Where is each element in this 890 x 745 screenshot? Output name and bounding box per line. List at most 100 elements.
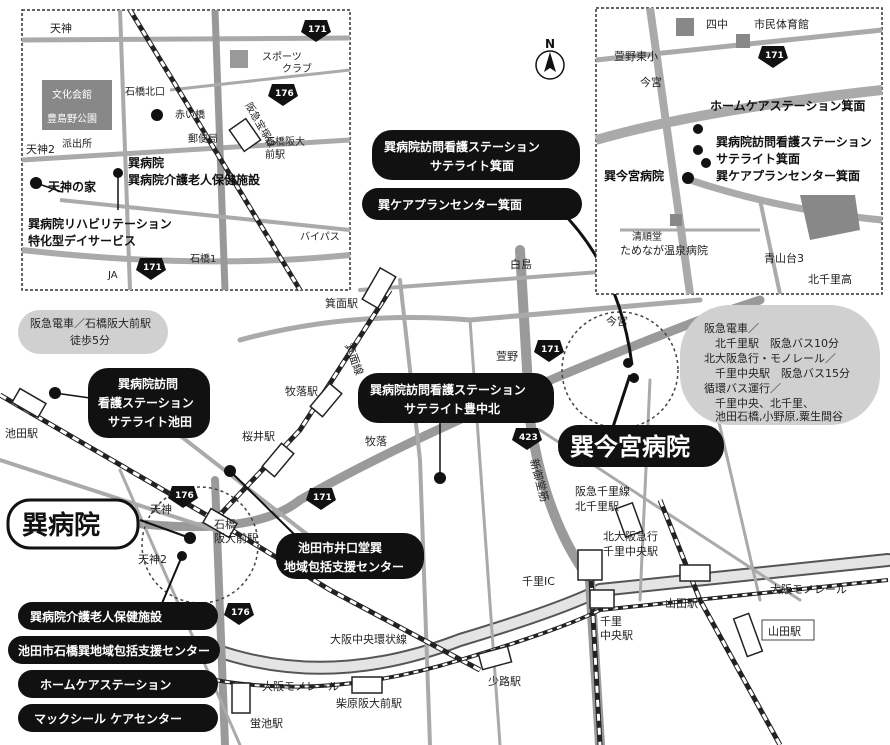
callout-ishibashi-center: [8, 636, 220, 664]
route-171-shield-main: [534, 340, 564, 362]
svg-text:巽ケアプランセンター箕面: 巽ケアプランセンター箕面: [716, 168, 860, 183]
svg-text:176: 176: [275, 89, 294, 99]
svg-text:文化会館: 文化会館: [52, 88, 92, 101]
route-171-shield-main2: [306, 488, 336, 510]
svg-text:山田駅: 山田駅: [665, 597, 698, 610]
svg-text:石橋: 石橋: [214, 517, 236, 531]
svg-text:スポーツ: スポーツ: [262, 51, 302, 63]
svg-text:マックシール ケアセンター: マックシール ケアセンター: [34, 712, 182, 726]
svg-text:千里中央駅: 千里中央駅: [603, 545, 658, 558]
callout-ikeda-center: [276, 533, 424, 579]
svg-text:千里IC: 千里IC: [522, 575, 555, 588]
callout-mino-sat: [372, 130, 580, 180]
svg-text:四中: 四中: [706, 18, 728, 31]
svg-text:豊島野公園: 豊島野公園: [47, 112, 97, 125]
svg-text:青山台3: 青山台3: [764, 251, 804, 265]
svg-text:千里中央、北千里、: 千里中央、北千里、: [704, 397, 814, 410]
svg-text:地域包括支援センター: 地域包括支援センター: [284, 559, 404, 574]
svg-text:バイパス: バイパス: [300, 231, 340, 243]
svg-text:ホームケアステーション箕面: ホームケアステーション箕面: [710, 98, 865, 113]
svg-text:萱野: 萱野: [496, 350, 518, 363]
route-shields: 171 171 176 176 423: [168, 340, 564, 625]
svg-text:171: 171: [308, 25, 327, 35]
svg-text:千里: 千里: [600, 615, 622, 628]
svg-text:循環バス運行／: 循環バス運行／: [704, 382, 781, 395]
svg-text:牧落駅: 牧落駅: [285, 384, 318, 398]
svg-text:天神の家: 天神の家: [48, 179, 97, 194]
svg-text:171: 171: [765, 51, 784, 61]
svg-text:千里中央駅 阪急バス15分: 千里中央駅 阪急バス15分: [704, 366, 850, 380]
svg-text:白島: 白島: [510, 257, 532, 271]
svg-text:北大阪急行・モノレール／: 北大阪急行・モノレール／: [704, 351, 836, 365]
hankyu-note-bubble: [18, 310, 168, 354]
svg-text:大阪モノレール: 大阪モノレール: [262, 679, 339, 693]
svg-text:巽今宮病院: 巽今宮病院: [604, 168, 664, 183]
svg-text:巽病院リハビリテーション: 巽病院リハビリテーション: [28, 216, 172, 231]
svg-text:巽ケアプランセンター箕面: 巽ケアプランセンター箕面: [378, 197, 522, 212]
svg-text:171: 171: [313, 493, 332, 503]
callout-mac-seal: [18, 704, 218, 732]
svg-text:北千里高: 北千里高: [808, 272, 852, 286]
svg-text:阪急千里線: 阪急千里線: [575, 484, 630, 498]
svg-text:桜井駅: 桜井駅: [242, 429, 275, 443]
main-roads: [0, 245, 890, 745]
svg-text:巽病院訪問看護ステーション: 巽病院訪問看護ステーション: [716, 134, 872, 149]
station-boxes: [10, 266, 764, 714]
svg-text:新御堂筋: 新御堂筋: [527, 457, 552, 503]
svg-text:北千里駅 阪急バス10分: 北千里駅 阪急バス10分: [704, 336, 839, 350]
svg-text:171: 171: [541, 345, 560, 355]
svg-text:蛍池駅: 蛍池駅: [250, 716, 283, 730]
svg-text:天神2: 天神2: [138, 552, 167, 566]
svg-text:赤い橋: 赤い橋: [175, 108, 205, 121]
svg-text:サテライト箕面: サテライト箕面: [430, 158, 514, 173]
svg-text:特化型デイサービス: 特化型デイサービス: [28, 233, 136, 248]
svg-text:看護ステーション: 看護ステーション: [98, 395, 194, 410]
callout-tatsumi-hospital: [6, 498, 140, 550]
svg-text:池田石橋,小野原,粟生間谷: 池田石橋,小野原,粟生間谷: [704, 409, 843, 423]
svg-text:巽病院訪問: 巽病院訪問: [118, 376, 178, 391]
svg-text:石橋北口: 石橋北口: [125, 85, 165, 98]
inset-right: 171 四中 市民体育館 萱野東小 今宮 清順堂 ためなが温泉病院 青山台3 北…: [594, 7, 883, 295]
svg-text:176: 176: [231, 608, 250, 618]
svg-text:巽病院: 巽病院: [22, 510, 100, 541]
callout-care-plan: [362, 188, 582, 220]
svg-text:牧落: 牧落: [365, 434, 387, 448]
callout-imamiya-hospital: [558, 425, 724, 467]
svg-text:池田駅: 池田駅: [5, 427, 38, 440]
svg-text:中央駅: 中央駅: [600, 629, 633, 642]
svg-text:巽病院訪問看護ステーション: 巽病院訪問看護ステーション: [370, 382, 526, 397]
svg-text:萱野東小: 萱野東小: [614, 50, 658, 63]
svg-text:市民体育館: 市民体育館: [754, 17, 809, 31]
svg-text:ホームケアステーション: ホームケアステーション: [40, 678, 171, 692]
svg-text:JA: JA: [107, 270, 118, 281]
callout-rouken: [18, 602, 218, 630]
callout-ikeda-sat: [88, 368, 210, 438]
compass-label: N: [545, 37, 555, 51]
svg-text:大阪モノレール: 大阪モノレール: [770, 582, 847, 596]
main-railways: [0, 288, 889, 745]
svg-text:阪急電車／: 阪急電車／: [704, 321, 759, 335]
hankyu-note-1: 阪急電車／石橋阪大前駅: [30, 316, 151, 330]
route-176-shield-main2: [224, 603, 254, 625]
svg-text:巽病院: 巽病院: [128, 155, 164, 170]
svg-text:サテライト豊中北: サテライト豊中北: [404, 401, 500, 416]
svg-text:巽病院介護老人保健施設: 巽病院介護老人保健施設: [30, 609, 163, 624]
svg-text:天神: 天神: [150, 502, 172, 516]
svg-text:池田市井口堂巽: 池田市井口堂巽: [298, 540, 382, 555]
route-176-shield-main: [168, 486, 198, 508]
svg-text:171: 171: [143, 263, 162, 273]
callout-home-care: [18, 670, 218, 698]
callouts: 巽病院訪問看護ステーション サテライト箕面 巽ケアプランセンター箕面 巽病院訪問…: [6, 130, 724, 732]
svg-text:北千里駅: 北千里駅: [575, 500, 619, 513]
svg-text:石橋1: 石橋1: [190, 252, 216, 265]
access-note-bubble: [680, 305, 880, 425]
svg-text:清順堂: 清順堂: [632, 230, 662, 243]
hankyu-note-2: 徒歩5分: [70, 333, 110, 347]
svg-text:箕面駅: 箕面駅: [325, 296, 358, 310]
route-423-shield: [512, 428, 542, 450]
svg-text:サテライト池田: サテライト池田: [108, 414, 192, 429]
svg-text:柴原阪大前駅: 柴原阪大前駅: [336, 696, 402, 710]
svg-text:阪大前駅: 阪大前駅: [214, 531, 258, 545]
svg-text:大阪中央環状線: 大阪中央環状線: [330, 632, 407, 646]
